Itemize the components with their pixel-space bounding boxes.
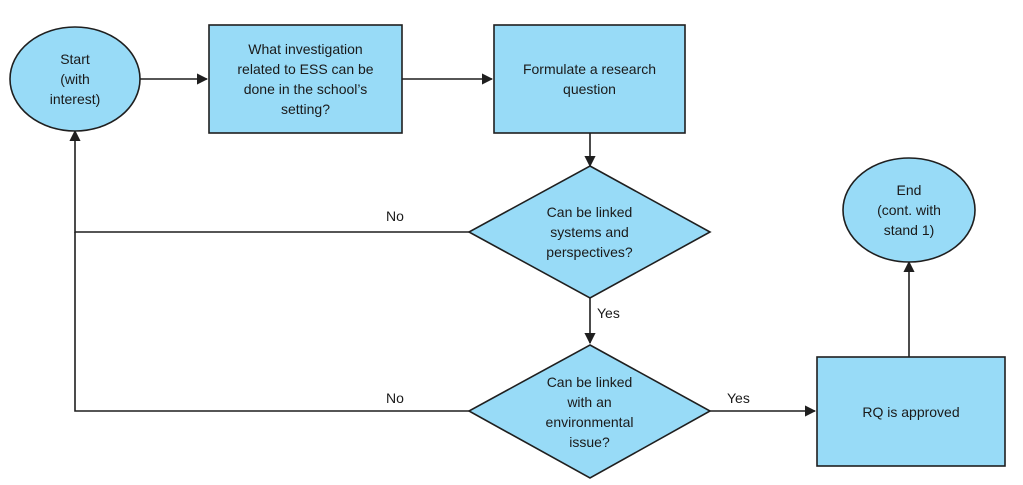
linked-env-decision-shape xyxy=(467,344,712,479)
edge-linked-systems-no-to-start xyxy=(69,129,469,233)
nodes xyxy=(9,24,1006,479)
connectors xyxy=(69,73,915,417)
edge-label-no-env: No xyxy=(386,390,404,406)
linked-systems-decision-shape xyxy=(467,165,712,299)
start-node-shape xyxy=(9,26,141,132)
edge-label-yes-systems: Yes xyxy=(597,305,620,321)
investigation-node-shape xyxy=(208,24,403,134)
edge-label-yes-env: Yes xyxy=(727,390,750,406)
edge-label-no-systems: No xyxy=(386,208,404,224)
formulate-node-shape xyxy=(493,24,686,134)
edge-linked-env-no-to-start xyxy=(74,232,469,412)
approved-node-shape xyxy=(816,356,1006,467)
end-node-shape xyxy=(842,157,976,263)
